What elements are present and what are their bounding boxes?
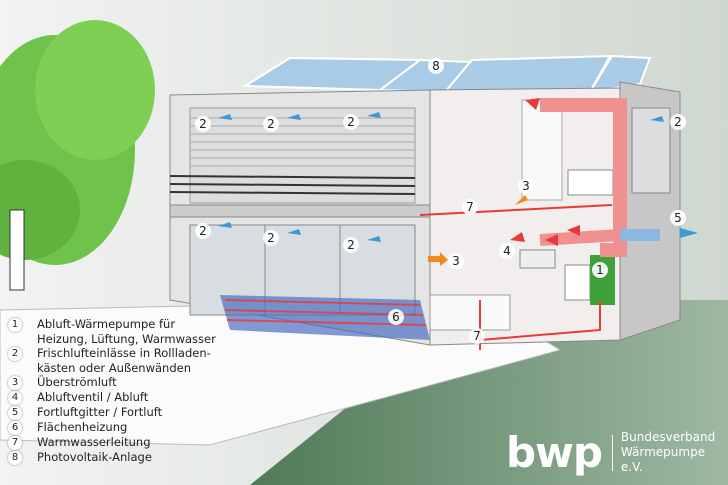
legend-text: Fortluftgitter / Fortluft <box>37 405 163 419</box>
callout-fresh-air: 2 <box>195 223 211 239</box>
legend-number: 3 <box>8 376 22 390</box>
legend-number: 6 <box>8 421 22 435</box>
legend-text: Abluft-Wärmepumpe für Heizung, Lüftung, … <box>37 317 216 346</box>
legend-text: Abluftventil / Abluft <box>37 390 149 404</box>
logo-line2: Wärmepumpe e.V. <box>620 445 706 474</box>
legend-item: 7 Warmwasserleitung <box>8 435 216 450</box>
bwp-logo: bwp Bundesverband Wärmepumpe e.V. <box>506 430 728 475</box>
callout-overflow-air: 3 <box>448 253 464 269</box>
legend-item: 6 Flächenheizung <box>8 420 216 435</box>
legend-number: 8 <box>8 451 22 465</box>
callout-fresh-air: 2 <box>263 230 279 246</box>
legend-item: 3 Überströmluft <box>8 375 216 390</box>
callout-overflow-air: 3 <box>518 178 534 194</box>
callout-pv: 8 <box>428 58 444 74</box>
callout-outlet-grille: 5 <box>670 210 686 226</box>
callout-fresh-air: 2 <box>343 114 359 130</box>
logo-text: Bundesverband Wärmepumpe e.V. <box>621 430 728 475</box>
legend-number: 5 <box>8 406 22 420</box>
legend-text: Frischlufteinlässe in Rollladen- kästen … <box>37 346 211 375</box>
house <box>169 81 681 346</box>
floor-heating <box>220 295 430 340</box>
tree <box>0 20 155 291</box>
legend-text: Photovoltaik-Anlage <box>37 450 152 464</box>
logo-mark: bwp <box>506 427 603 477</box>
airflow-arrows <box>218 98 698 266</box>
legend-item: 8 Photovoltaik-Anlage <box>8 450 216 465</box>
legend-item: 2 Frischlufteinlässe in Rollladen- kästen… <box>8 346 216 375</box>
logo-divider <box>611 434 613 471</box>
callout-hot-water: 7 <box>462 199 478 215</box>
callout-fresh-air: 2 <box>670 114 686 130</box>
legend-text: Warmwasserleitung <box>37 435 151 449</box>
callout-fresh-air: 2 <box>343 237 359 253</box>
legend-item: 1 Abluft-Wärmepumpe für Heizung, Lüftung,… <box>8 317 216 346</box>
logo-line1: Bundesverband <box>620 430 716 444</box>
solar-panels <box>241 54 652 94</box>
callout-floor-heating: 6 <box>388 309 404 325</box>
legend-number: 7 <box>8 436 22 450</box>
ducts <box>419 98 660 350</box>
callout-fresh-air: 2 <box>263 116 279 132</box>
legend-item: 5 Fortluftgitter / Fortluft <box>8 405 216 420</box>
callout-fresh-air: 2 <box>195 116 211 132</box>
legend-text: Überströmluft <box>37 375 117 389</box>
callout-heat-pump: 1 <box>592 262 608 278</box>
legend-text: Flächenheizung <box>37 420 128 434</box>
callout-hot-water: 7 <box>469 328 485 344</box>
legend-item: 4 Abluftventil / Abluft <box>8 390 216 405</box>
legend-number: 2 <box>8 347 22 361</box>
lawn <box>250 300 728 485</box>
legend-number: 1 <box>8 318 22 332</box>
callout-exhaust-valve: 4 <box>499 243 515 259</box>
legend: 1 Abluft-Wärmepumpe für Heizung, Lüftung,… <box>8 317 216 465</box>
legend-number: 4 <box>8 391 22 405</box>
